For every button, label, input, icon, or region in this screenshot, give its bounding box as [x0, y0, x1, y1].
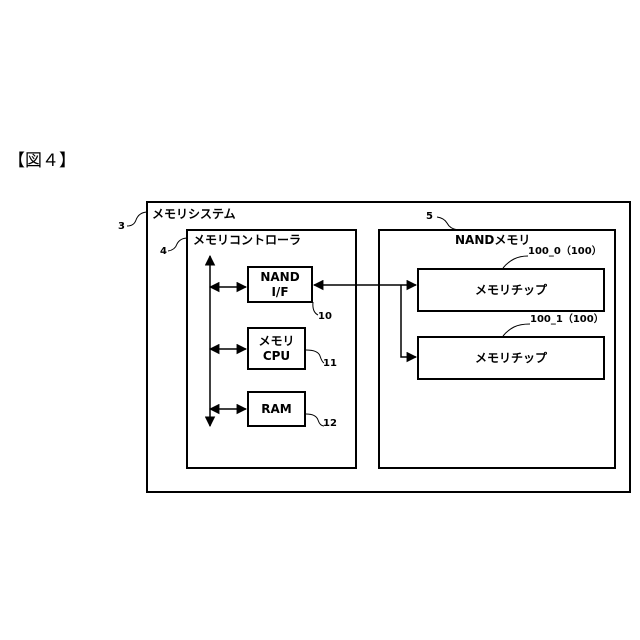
leader-10	[313, 302, 318, 315]
leader-3	[127, 212, 148, 226]
leader-12	[306, 414, 324, 426]
leader-11	[306, 350, 324, 363]
leader-4	[168, 238, 188, 251]
leader-100-1	[503, 324, 530, 336]
leader-5	[437, 217, 458, 230]
leader-100-0	[503, 256, 528, 268]
branch-to-chip1	[401, 285, 416, 357]
